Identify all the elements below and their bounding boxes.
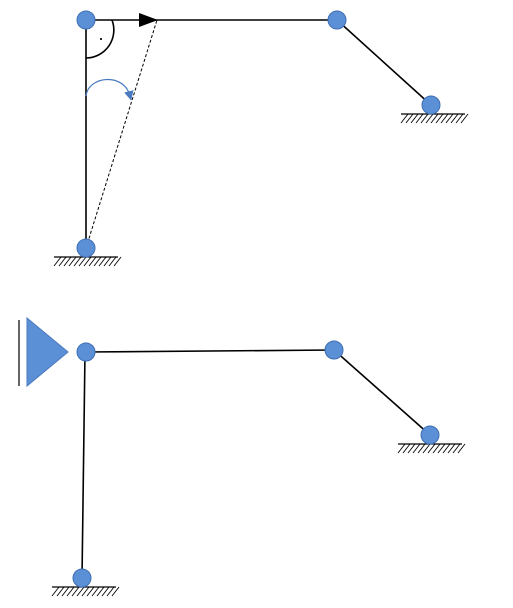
pinned-support-icon bbox=[420, 425, 440, 445]
ground-hatch bbox=[56, 586, 65, 597]
ground-hatch bbox=[402, 443, 411, 454]
ground-hatch bbox=[457, 443, 466, 454]
top-frame: · bbox=[53, 10, 469, 267]
ground-hatch bbox=[63, 256, 72, 267]
ground-hatch bbox=[437, 443, 446, 454]
top-right-strut bbox=[336, 19, 432, 106]
pinned-support-icon bbox=[421, 95, 441, 115]
ground-hatch bbox=[101, 586, 110, 597]
ground-hatch bbox=[407, 443, 416, 454]
ground-hatch bbox=[83, 256, 92, 267]
ground-hatch bbox=[93, 256, 102, 267]
ground-hatch bbox=[88, 256, 97, 267]
rotation-arrow-icon bbox=[85, 78, 134, 101]
bottom-right-strut bbox=[333, 349, 431, 436]
ground-hatch bbox=[397, 443, 406, 454]
ground-hatch bbox=[400, 113, 409, 124]
ground-hatch bbox=[106, 586, 115, 597]
ground-hatch bbox=[447, 443, 456, 454]
displaced-column-dashed bbox=[85, 19, 158, 249]
ground-hatch bbox=[108, 256, 117, 267]
ground-hatch bbox=[91, 586, 100, 597]
ground-hatch bbox=[420, 113, 429, 124]
pinned-support-icon bbox=[76, 238, 96, 258]
ground-hatch bbox=[455, 113, 464, 124]
bottom-right-ground bbox=[51, 586, 120, 597]
bottom-left-column bbox=[81, 351, 86, 579]
ground-hatch bbox=[98, 256, 107, 267]
top-left-ground bbox=[53, 256, 122, 267]
ground-hatch bbox=[96, 586, 105, 597]
ground-hatch bbox=[415, 113, 424, 124]
ground-hatch bbox=[445, 113, 454, 124]
ground-hatch bbox=[53, 256, 62, 267]
ground-hatch bbox=[66, 586, 75, 597]
ground-hatch bbox=[412, 443, 421, 454]
ground-hatch bbox=[58, 256, 67, 267]
hinge-node-icon bbox=[76, 342, 96, 362]
ground-hatch bbox=[427, 443, 436, 454]
ground-hatch bbox=[422, 443, 431, 454]
ground-hatch bbox=[450, 113, 459, 124]
ground-hatch bbox=[410, 113, 419, 124]
ground-hatch bbox=[460, 113, 469, 124]
ground-hatch bbox=[73, 256, 82, 267]
bottom-left-ground bbox=[397, 443, 466, 454]
ground-hatch bbox=[435, 113, 444, 124]
top-right-ground bbox=[400, 113, 469, 124]
ground-hatch bbox=[417, 443, 426, 454]
pinned-support-icon bbox=[72, 568, 92, 588]
ground-hatch bbox=[440, 113, 449, 124]
right-angle-marker: · bbox=[98, 28, 104, 48]
ground-hatch bbox=[81, 586, 90, 597]
ground-hatch bbox=[61, 586, 70, 597]
ground-hatch bbox=[71, 586, 80, 597]
ground-hatch bbox=[452, 443, 461, 454]
hinge-node-icon bbox=[76, 10, 96, 30]
lateral-support-triangle-icon bbox=[26, 316, 69, 388]
ground-hatch bbox=[442, 443, 451, 454]
ground-hatch bbox=[76, 586, 85, 597]
ground-hatch bbox=[405, 113, 414, 124]
ground-hatch bbox=[51, 586, 60, 597]
ground-hatch bbox=[432, 443, 441, 454]
ground-hatch bbox=[78, 256, 87, 267]
ground-hatch bbox=[86, 586, 95, 597]
bottom-frame bbox=[18, 316, 466, 597]
ground-hatch bbox=[425, 113, 434, 124]
ground-hatch bbox=[430, 113, 439, 124]
bottom-beam bbox=[84, 349, 335, 353]
hinge-node-icon bbox=[324, 340, 344, 360]
applied-force-arrow-icon bbox=[139, 13, 158, 27]
ground-hatch bbox=[68, 256, 77, 267]
ground-hatch bbox=[111, 586, 120, 597]
ground-hatch bbox=[113, 256, 122, 267]
hinge-node-icon bbox=[327, 10, 347, 30]
ground-hatch bbox=[103, 256, 112, 267]
right-angle-arc bbox=[85, 19, 115, 59]
